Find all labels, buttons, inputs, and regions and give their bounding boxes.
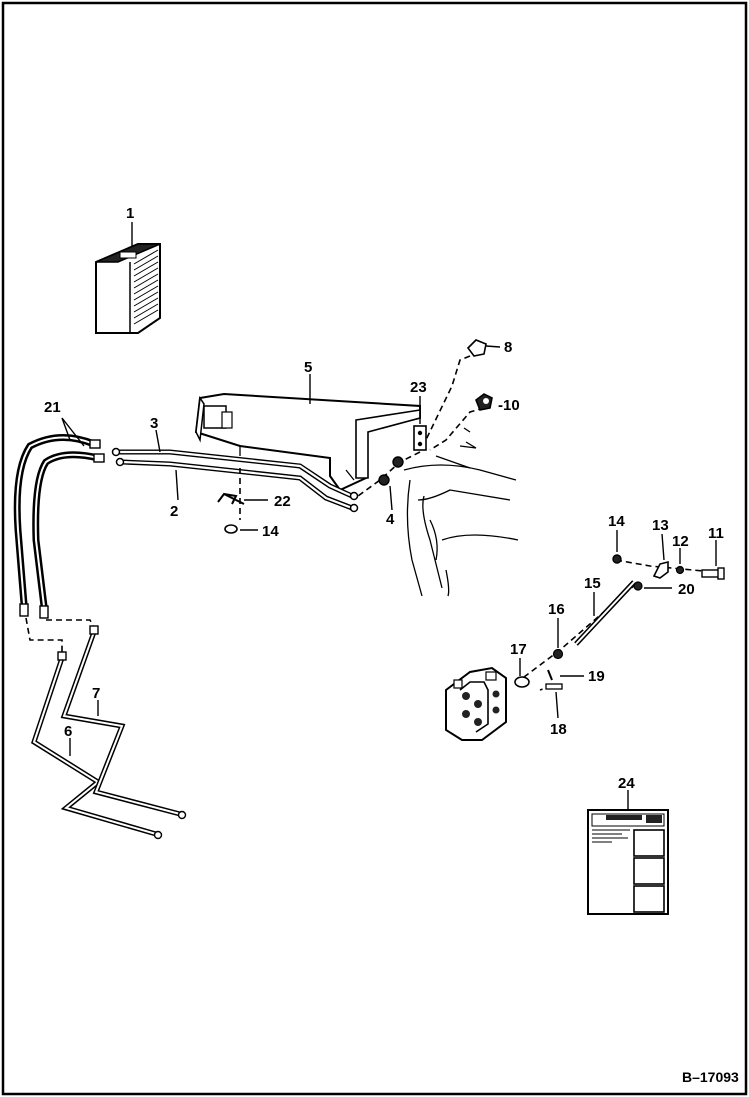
part-23-bracket (413, 396, 477, 451)
callout-15: 15 (584, 575, 601, 592)
callout-17: 17 (510, 641, 527, 658)
callout-11: 11 (708, 525, 724, 542)
part-5-mounting-bracket (194, 374, 421, 492)
callout-18: 18 (550, 721, 567, 738)
part-24-decal-sheet (587, 790, 669, 915)
part-17-rod-end (514, 658, 530, 688)
callout-7: 7 (92, 685, 100, 702)
callout-1: 1 (126, 205, 134, 222)
part-15-control-rod (574, 580, 636, 646)
callout-labels: 1 2 3 4 5 6 7 8 -10 11 12 13 14 14 15 16… (44, 205, 724, 792)
drawing-number: B–17093 (682, 1069, 739, 1085)
part-6-7-bent-tubes (31, 625, 187, 840)
callout-14-lower: 14 (262, 523, 279, 540)
callout-20: 20 (678, 581, 695, 598)
callout-8: 8 (504, 339, 512, 356)
callout-4: 4 (386, 511, 395, 528)
part-4-grommets (378, 456, 404, 511)
part-2-3-steel-tubes (111, 429, 359, 513)
part-11-bolt (701, 540, 725, 580)
part-22-clamp (217, 492, 268, 505)
loader-frame-outline (403, 455, 519, 597)
callout-5: 5 (304, 359, 312, 376)
part-19-cotter-pin (547, 669, 584, 681)
part-10-fitting (475, 393, 493, 411)
callout-22: 22 (274, 493, 291, 510)
part-21-hydraulic-hoses (13, 417, 105, 619)
callout-10: -10 (498, 397, 520, 414)
callout-23: 23 (410, 379, 427, 396)
part-18-pin (545, 683, 563, 719)
part-14-nut-upper (612, 530, 622, 564)
callout-2: 2 (170, 503, 178, 520)
part-14-nut-lower (224, 524, 258, 534)
part-8-fitting (466, 339, 501, 357)
callout-3: 3 (150, 415, 158, 432)
callout-19: 19 (588, 668, 605, 685)
control-valve (445, 666, 507, 741)
callout-14-upper: 14 (608, 513, 625, 530)
part-12-washer (675, 548, 685, 575)
part-16-nut (552, 618, 564, 660)
part-20-jam-nut (633, 581, 672, 591)
callout-16: 16 (548, 601, 565, 618)
part-1-manual-pack (95, 222, 161, 334)
callout-24: 24 (618, 775, 635, 792)
callout-21: 21 (44, 399, 61, 416)
callout-6: 6 (64, 723, 72, 740)
part-13-clevis (652, 533, 669, 579)
callout-12: 12 (672, 533, 689, 550)
callout-13: 13 (652, 517, 669, 534)
